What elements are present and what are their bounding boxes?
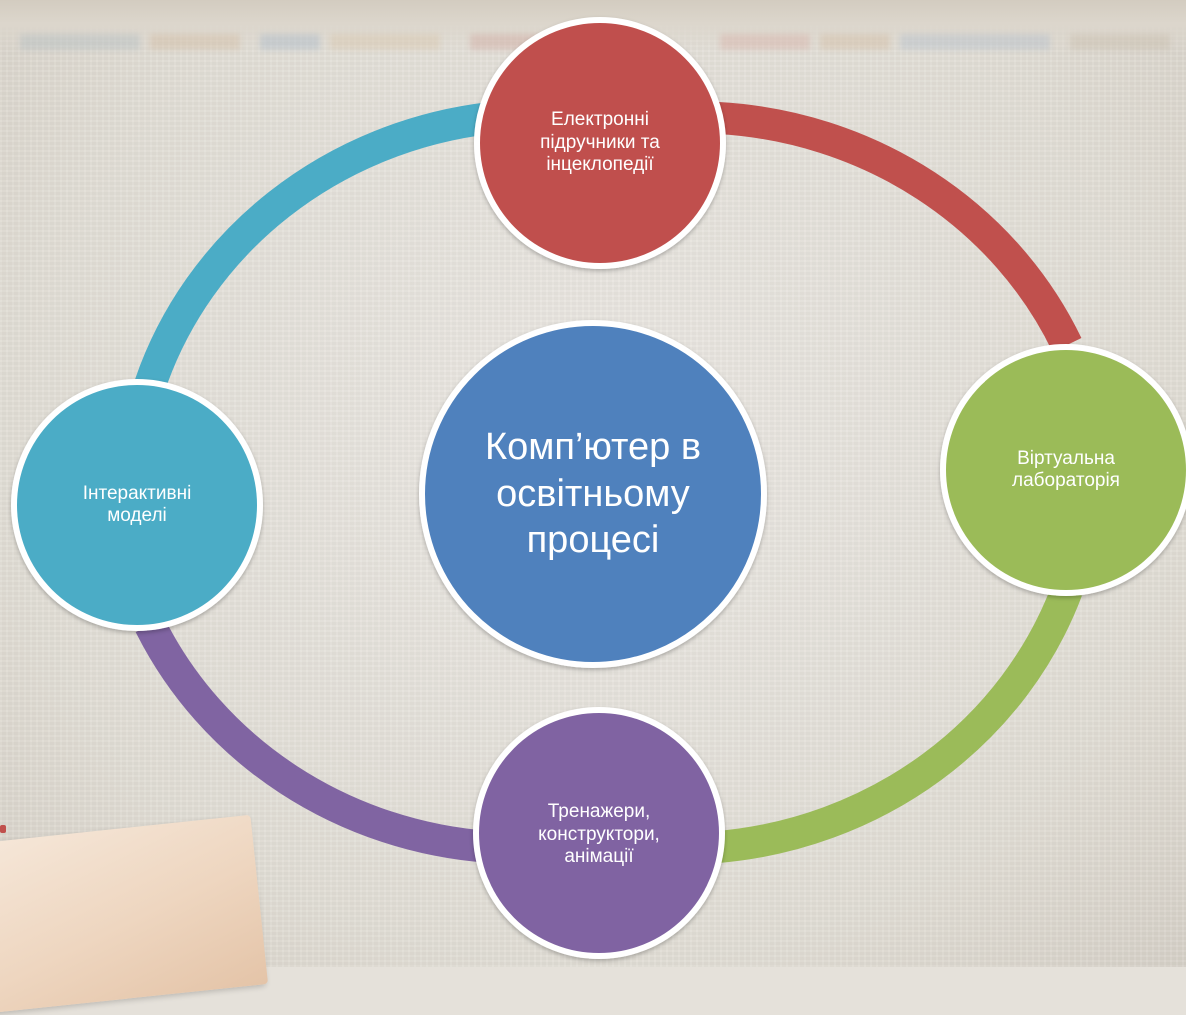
- shelf-book-4: [330, 34, 440, 50]
- shelf-book-3: [260, 34, 320, 50]
- shelf-book-7: [820, 34, 890, 50]
- node-label-line: конструктори,: [538, 823, 660, 845]
- node-circle-interactive-models: [11, 379, 263, 631]
- arc-purple: [135, 617, 492, 863]
- shelf-book-8: [900, 34, 1050, 50]
- node-label-line: моделі: [107, 505, 167, 526]
- decoration-dot: [0, 825, 6, 833]
- arc-red: [717, 102, 1082, 352]
- shelf-book-9: [1070, 34, 1170, 50]
- node-label-line: Електронні: [551, 109, 649, 131]
- node-label-electronic-textbooks: Електронні підручники та інцеклопедії: [490, 83, 710, 203]
- node-label-line: Інтерактивні: [82, 482, 192, 504]
- node-label-trainers: Тренажери, конструктори, анімації: [489, 775, 709, 895]
- cycle-diagram: [11, 17, 1186, 959]
- node-label-line: анімації: [564, 846, 634, 868]
- shelf-book-2: [150, 34, 240, 50]
- center-label-line: освітньому: [496, 472, 690, 515]
- node-circle-electronic-textbooks: [474, 17, 726, 269]
- node-label-line: інцеклопедії: [546, 154, 654, 176]
- node-label-line: Віртуальна: [1017, 447, 1115, 469]
- arc-green: [716, 584, 1082, 863]
- node-circle-virtual-lab: [940, 344, 1186, 596]
- node-label-interactive-models: Інтерактивні моделі: [27, 460, 247, 550]
- node-label-line: підручники та: [540, 131, 660, 153]
- node-label-line: Тренажери,: [547, 801, 651, 823]
- node-label-virtual-lab: Віртуальна лабораторія: [956, 425, 1176, 515]
- center-circle: [419, 320, 767, 668]
- shelf-book-1: [20, 34, 140, 50]
- node-label-line: лабораторія: [1012, 470, 1120, 491]
- arc-teal: [134, 102, 492, 391]
- center-label-line: Комп’ютер в: [484, 426, 702, 469]
- node-circle-trainers: [473, 707, 725, 959]
- center-label: Комп’ютер в освітньому процесі: [443, 394, 743, 594]
- center-label-line: процесі: [526, 519, 660, 562]
- shelf-book-6: [720, 34, 810, 50]
